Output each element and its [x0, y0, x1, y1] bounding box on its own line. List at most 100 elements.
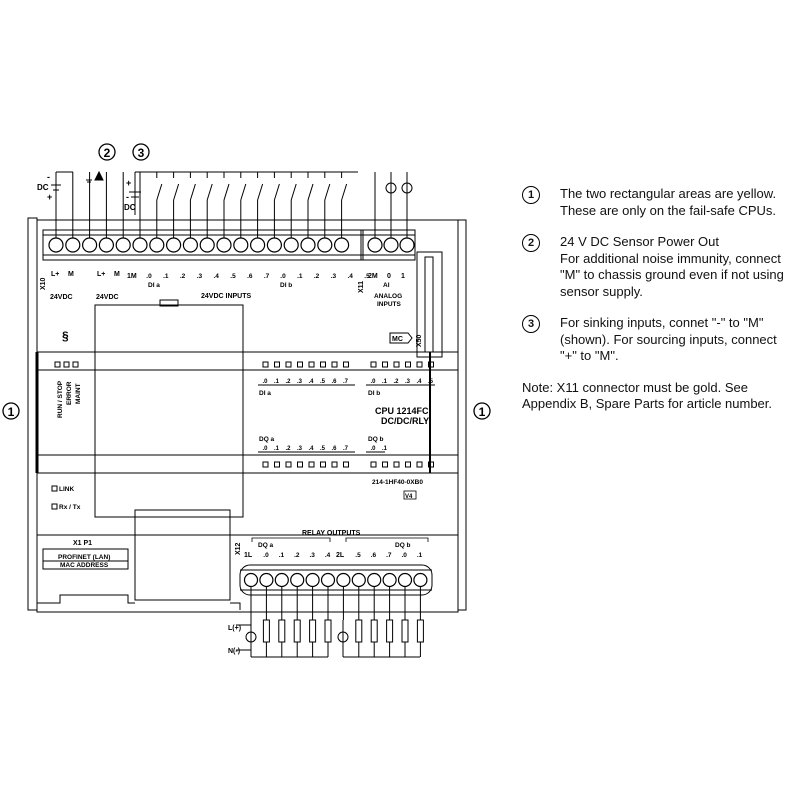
right-rail: [457, 219, 467, 611]
di-led: [393, 361, 400, 368]
load-resistor: [401, 619, 409, 643]
dq-led: [428, 461, 434, 468]
dq-led-number: .6: [331, 446, 337, 452]
relay-terminal-block: [239, 564, 433, 596]
relay-terminal-screws: [243, 572, 428, 588]
m2-label: M: [114, 271, 120, 278]
switch-contact: [173, 183, 180, 201]
di-led-number: .4: [416, 379, 422, 385]
relay-terminal-number: .5: [355, 552, 361, 559]
di-led: [297, 361, 303, 368]
ac-source-icon: [337, 631, 349, 643]
relay-terminal-number: .6: [371, 552, 377, 559]
profinet-label: PROFINET (LAN): [58, 554, 110, 561]
relay-dqa-label: DQ a: [258, 542, 274, 549]
mc-badge: MC: [389, 332, 413, 344]
mc-label: MC: [392, 336, 403, 343]
callout-1-left-label: 1: [8, 405, 15, 419]
dq-led: [262, 461, 269, 468]
terminal-screw: [182, 237, 198, 253]
x12-label: X12: [235, 542, 242, 555]
input-terminal-number: .4: [213, 273, 219, 280]
relay-load-wiring: [236, 587, 424, 658]
dq-led-number: .0: [262, 446, 268, 452]
profinet-label-box: [42, 548, 129, 570]
two-l-label: 2L: [336, 552, 345, 559]
top-terminal-screws: [48, 237, 415, 253]
terminal-screw: [283, 237, 299, 253]
status-led: [72, 361, 79, 368]
relay-terminal-number: .1: [417, 552, 423, 559]
load-resistor: [386, 619, 394, 643]
dq-led-number: .4: [308, 446, 314, 452]
di-led: [405, 361, 411, 368]
article-number: 214-1HF40-0XB0: [372, 479, 423, 486]
switch-contact: [257, 183, 264, 201]
dq-led: [274, 461, 280, 468]
di-led-number: .2: [393, 379, 399, 385]
load-resistor: [278, 619, 286, 643]
note-3-line-3: "+" to "M".: [560, 348, 619, 363]
di-led: [343, 361, 349, 368]
terminal-screw: [199, 237, 215, 253]
input-terminal-number: .5: [364, 273, 370, 280]
di-led: [331, 361, 338, 368]
analog-source: [401, 182, 413, 194]
relay-terminal-screw: [351, 572, 366, 588]
dib-led-label: DI b: [368, 390, 380, 397]
dq-led: [285, 461, 292, 468]
ethernet-port: [134, 509, 231, 601]
inputs-label: INPUTS: [377, 301, 402, 308]
terminal-screw: [149, 237, 165, 253]
relay-outputs-label: RELAY OUTPUTS: [302, 530, 361, 537]
load-resistor: [416, 619, 424, 643]
load-resistor: [370, 619, 378, 643]
di-led-number: .4: [308, 379, 314, 385]
load-resistor: [355, 619, 363, 643]
note-1-number: 1: [522, 186, 540, 204]
di-led-number: .0: [370, 379, 376, 385]
dq-led: [393, 461, 400, 468]
relay-terminal-number: .1: [279, 552, 285, 559]
dc2-label: DC: [124, 203, 136, 212]
load-resistor: [324, 619, 332, 643]
notes-panel: 1 The two rectangular areas are yellow. …: [522, 186, 800, 413]
dc-plus: +: [47, 192, 52, 202]
terminal-screw: [250, 237, 266, 253]
l-plus-label: L(+): [228, 625, 241, 632]
switch-contact: [189, 183, 196, 201]
ac-source-icon: [245, 631, 257, 643]
relay-terminal-screw: [413, 572, 428, 588]
dq-led-number: .1: [382, 446, 388, 452]
dq-led-number: .3: [297, 446, 303, 452]
n-minus-label: N(-): [228, 648, 240, 655]
di-led: [370, 361, 377, 368]
load-resistor: [309, 619, 317, 643]
switch-contact: [307, 183, 314, 201]
terminal-screw: [65, 237, 81, 253]
dq-led: [297, 461, 303, 468]
note-3-line-1: For sinking inputs, connet "-" to "M": [560, 315, 764, 330]
callout-2: 2: [98, 143, 116, 161]
cpu-type: DC/DC/RLY: [381, 416, 429, 426]
callout-2-label: 2: [104, 146, 111, 160]
relay-dqb-label: DQ b: [395, 542, 411, 549]
status-led: [54, 361, 61, 368]
rxtx-label: Rx / Tx: [59, 504, 81, 511]
lplus2-label: L+: [97, 271, 105, 278]
terminal-screw: [317, 237, 333, 253]
di-led-number: .7: [343, 379, 349, 385]
dq-led: [331, 461, 338, 468]
switch-contact: [223, 183, 230, 201]
dqb-led-label: DQ b: [368, 436, 384, 443]
di-led: [308, 361, 315, 368]
dia-led-label: DI a: [259, 390, 271, 397]
di-led: [416, 361, 423, 368]
dc2-minus: -: [126, 192, 129, 202]
cpu-model: CPU 1214FC: [375, 406, 429, 416]
di-led: [320, 361, 326, 368]
relay-terminal-number: .7: [386, 552, 392, 559]
note-1-line-1: The two rectangular areas are yellow.: [560, 186, 777, 201]
di-led-number: .0: [262, 379, 268, 385]
dq-led-number: .7: [343, 446, 349, 452]
